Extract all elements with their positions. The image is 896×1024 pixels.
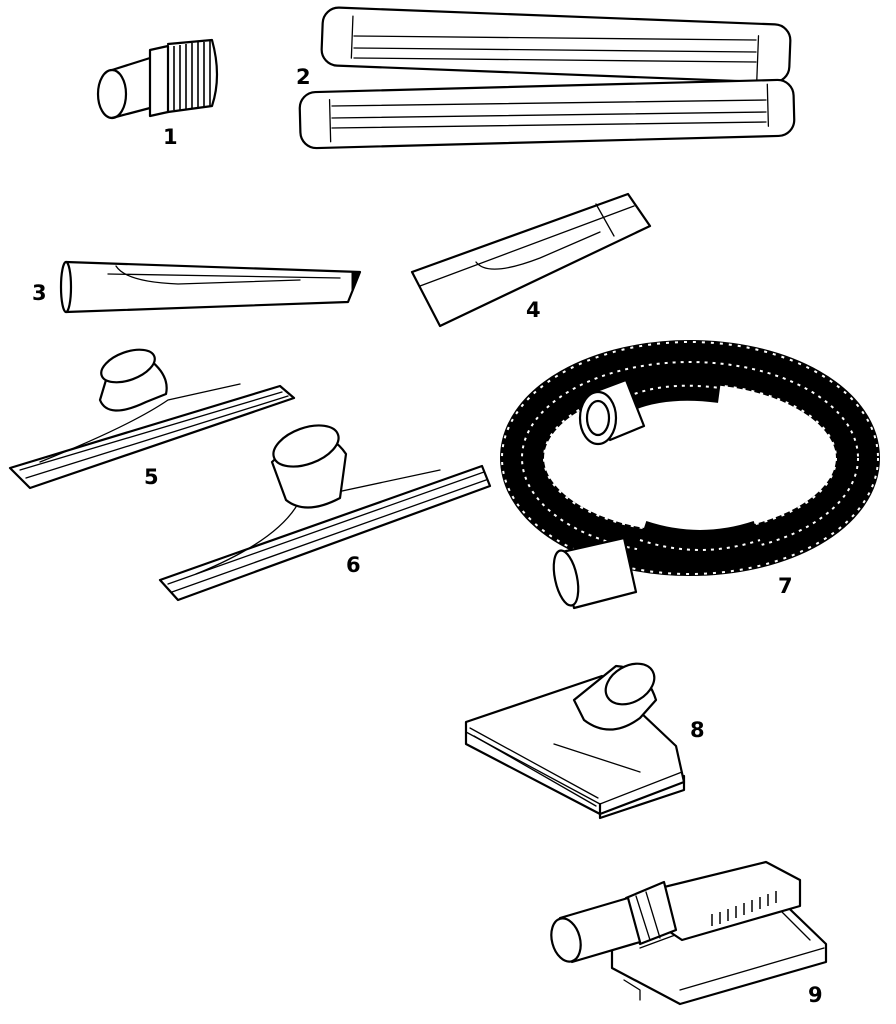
part-3-crevice-long-drawing xyxy=(59,260,362,314)
part-label-2: 2 xyxy=(296,65,311,89)
part-6-floor-nozzle-large-drawing xyxy=(158,424,492,602)
part-7-hose-drawing xyxy=(500,340,880,610)
part-5-floor-nozzle-small-drawing xyxy=(8,348,296,490)
part-label-8: 8 xyxy=(690,718,705,742)
part-9-power-nozzle-drawing xyxy=(550,860,828,1006)
part-label-7: 7 xyxy=(778,574,793,598)
part-8-carpet-nozzle-drawing xyxy=(464,662,686,820)
part-label-4: 4 xyxy=(526,298,541,322)
part-4-crevice-short-drawing xyxy=(410,192,652,328)
part-label-6: 6 xyxy=(346,553,361,577)
part-label-5: 5 xyxy=(144,465,159,489)
part-label-3: 3 xyxy=(32,281,47,305)
part-label-9: 9 xyxy=(808,983,823,1007)
part-2-wands-drawing xyxy=(298,6,796,150)
part-1-brush-drawing xyxy=(96,38,219,120)
part-label-1: 1 xyxy=(163,125,178,149)
